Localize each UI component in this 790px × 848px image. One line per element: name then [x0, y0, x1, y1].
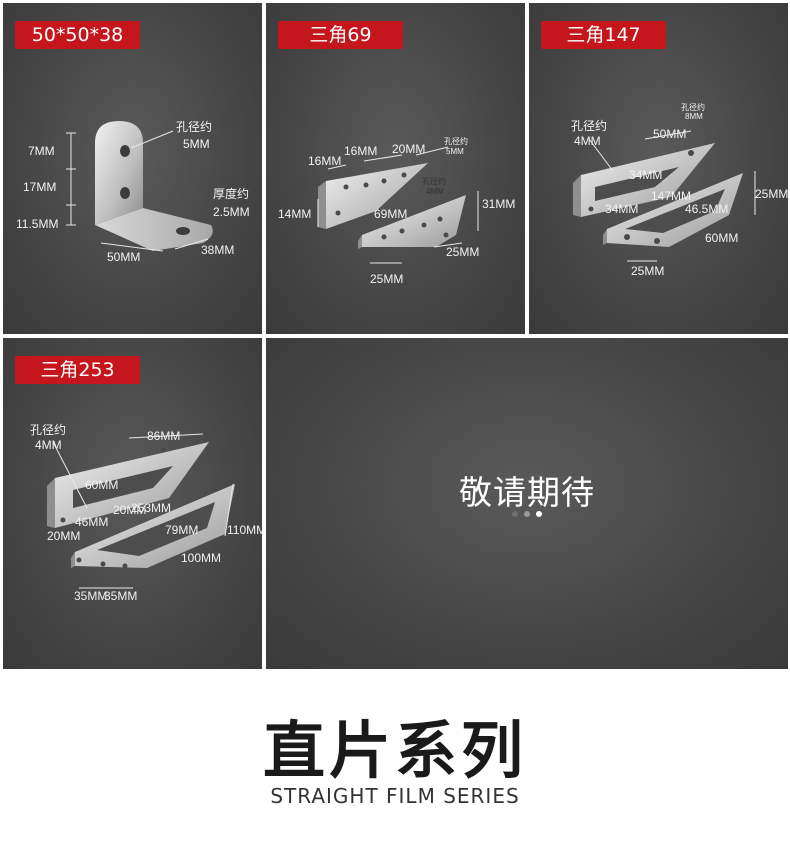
dim-label: 25MM — [370, 272, 404, 286]
dim-label: 147MM — [651, 189, 692, 203]
dim-label: 50MM — [653, 127, 687, 141]
dim-label: 100MM — [181, 551, 222, 565]
dim-label: 20MM — [392, 142, 426, 156]
dim-label: 4MM — [35, 438, 62, 452]
dim-label: 17MM — [23, 180, 57, 194]
dim-label: 孔径约 — [176, 120, 213, 134]
dim-label: 25MM — [446, 245, 480, 259]
product-panel-triangle-147: 三角147 孔径约 4MM 50MM 孔径约 8MM 34MM 34MM 147… — [529, 3, 788, 334]
dim-label: 孔径约 — [571, 119, 608, 133]
dim-label: 46.5MM — [685, 202, 729, 216]
dim-label: 20MM — [113, 503, 147, 517]
dim-label: 69MM — [374, 207, 408, 221]
dim-label: 厚度约 — [213, 187, 250, 201]
l-bracket-illustration — [66, 121, 213, 252]
dim-label: 20MM — [47, 529, 81, 543]
dim-label: 5MM — [446, 147, 464, 156]
dim-label: 35MM — [74, 589, 108, 603]
dim-label: 60MM — [705, 231, 739, 245]
dim-label: 110MM — [227, 523, 262, 537]
size-tag: 三角69 — [278, 21, 403, 49]
page-dot-active[interactable] — [536, 511, 542, 517]
dim-label: 5MM — [183, 137, 210, 151]
dim-label: 35MM — [104, 589, 138, 603]
dim-label: 孔径约 — [422, 177, 446, 186]
product-panel-l-bracket: 50*50*38 7MM 17MM 11.5MM 孔径约 5MM 厚度约 2.5… — [3, 3, 262, 334]
dim-label: 38MM — [201, 243, 235, 257]
dim-label: 16MM — [308, 154, 342, 168]
series-subtitle: STRAIGHT FILM SERIES — [270, 784, 520, 808]
series-title: 直片系列 — [262, 714, 527, 787]
dim-label: 16MM — [344, 144, 378, 158]
size-tag: 三角147 — [541, 21, 666, 49]
page-dot[interactable] — [512, 511, 518, 517]
product-panel-triangle-69: 三角69 16MM 16MM 20MM 孔径约 5MM 14MM 69MM 孔径… — [266, 3, 525, 334]
page-dot[interactable] — [524, 511, 530, 517]
dim-label: 60MM — [85, 478, 119, 492]
dim-label: 79MM — [165, 523, 199, 537]
pagination-dots — [266, 511, 788, 517]
dim-label: 25MM — [631, 264, 665, 278]
dim-label: 7MM — [28, 144, 55, 158]
dim-label: 孔径约 — [30, 423, 67, 437]
triangle-253-illustration — [47, 433, 235, 589]
size-tag: 三角253 — [15, 356, 140, 384]
dim-label: 46MM — [75, 515, 109, 529]
product-panel-triangle-253: 三角253 孔径约 4MM 86MM 60MM 20MM 253MM 20MM … — [3, 338, 262, 669]
dim-label: 34MM — [629, 168, 663, 182]
dim-label: 孔径约 — [681, 103, 705, 112]
dim-label: 8MM — [685, 112, 703, 121]
triangle-147-illustration — [573, 130, 756, 262]
dim-label: 25MM — [755, 187, 788, 201]
dim-label: 2.5MM — [213, 205, 250, 219]
dim-label: 11.5MM — [16, 217, 59, 231]
dim-label: 4MM — [574, 134, 601, 148]
dim-label: 86MM — [147, 429, 181, 443]
dim-label: 4MM — [426, 187, 444, 196]
size-tag: 50*50*38 — [15, 21, 140, 49]
dim-label: 253MM — [131, 501, 172, 515]
triangle-69-illustration — [317, 146, 479, 264]
dim-label: 14MM — [278, 207, 312, 221]
dim-label: 31MM — [482, 197, 516, 211]
coming-soon-text: 敬请期待 — [459, 473, 595, 512]
dim-label: 50MM — [107, 250, 141, 264]
coming-soon-panel: 敬请期待 — [266, 338, 788, 669]
dim-label: 孔径约 — [444, 137, 468, 146]
dim-label: 34MM — [605, 202, 639, 216]
